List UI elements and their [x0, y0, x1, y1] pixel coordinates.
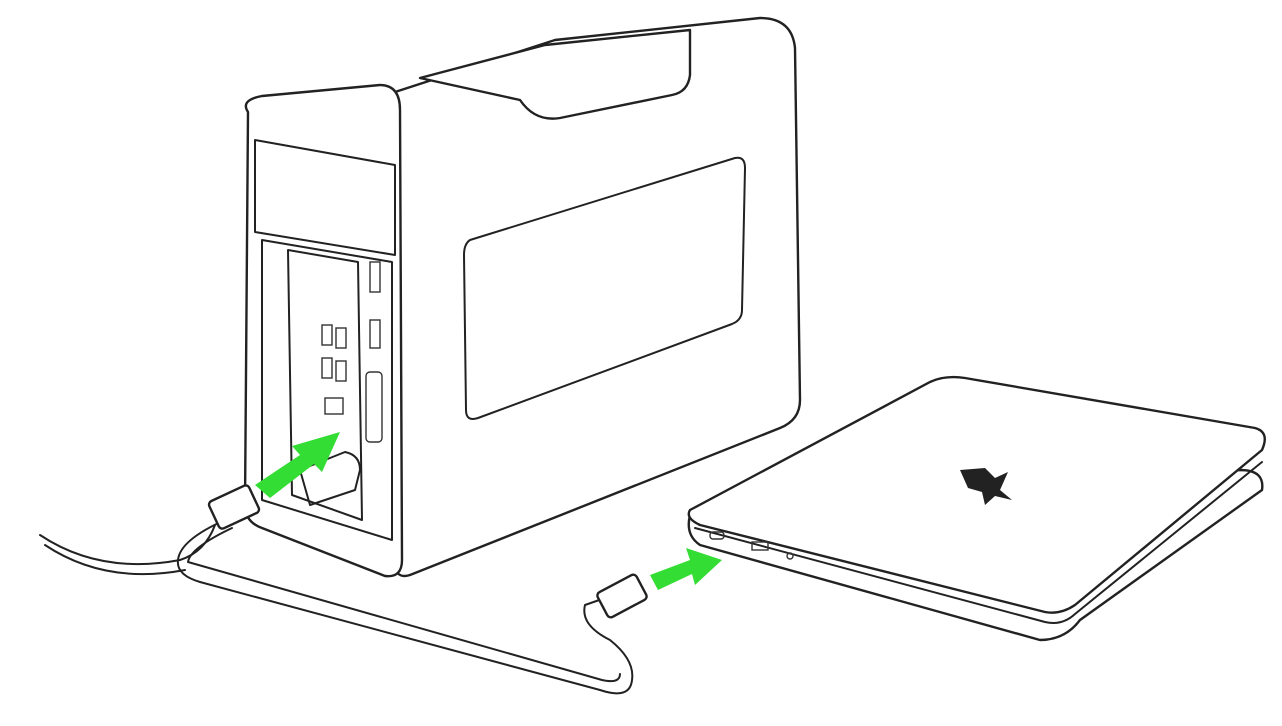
- front-top-panel: [254, 139, 396, 256]
- io-panel: [261, 239, 393, 541]
- io-ports: [321, 261, 383, 443]
- enclosure-handle: [418, 28, 692, 120]
- laptop-lid: [687, 375, 1266, 614]
- power-arrow-icon: [255, 432, 340, 498]
- laptop-edge: [694, 461, 1263, 624]
- io-plate: [287, 249, 363, 521]
- cables: [39, 484, 648, 695]
- laptop-audio-jack: [786, 552, 794, 560]
- laptop-icon: [687, 375, 1266, 642]
- thunderbolt-cable: [176, 519, 634, 695]
- power-plug: [299, 451, 361, 506]
- usb-c-arrow-icon: [650, 548, 722, 590]
- laptop-usb-c-port: [709, 531, 725, 540]
- thunderbolt-cable-inner: [187, 527, 621, 683]
- cable-connector-laptop: [596, 573, 648, 619]
- enclosure-front: [243, 83, 404, 578]
- laptop-usb-port: [751, 541, 769, 551]
- power-cable-inner: [44, 544, 186, 576]
- side-window: [463, 156, 746, 420]
- enclosure-icon: [243, 16, 802, 578]
- cable-connector-enclosure: [207, 484, 261, 530]
- logo-icon: [960, 468, 1012, 505]
